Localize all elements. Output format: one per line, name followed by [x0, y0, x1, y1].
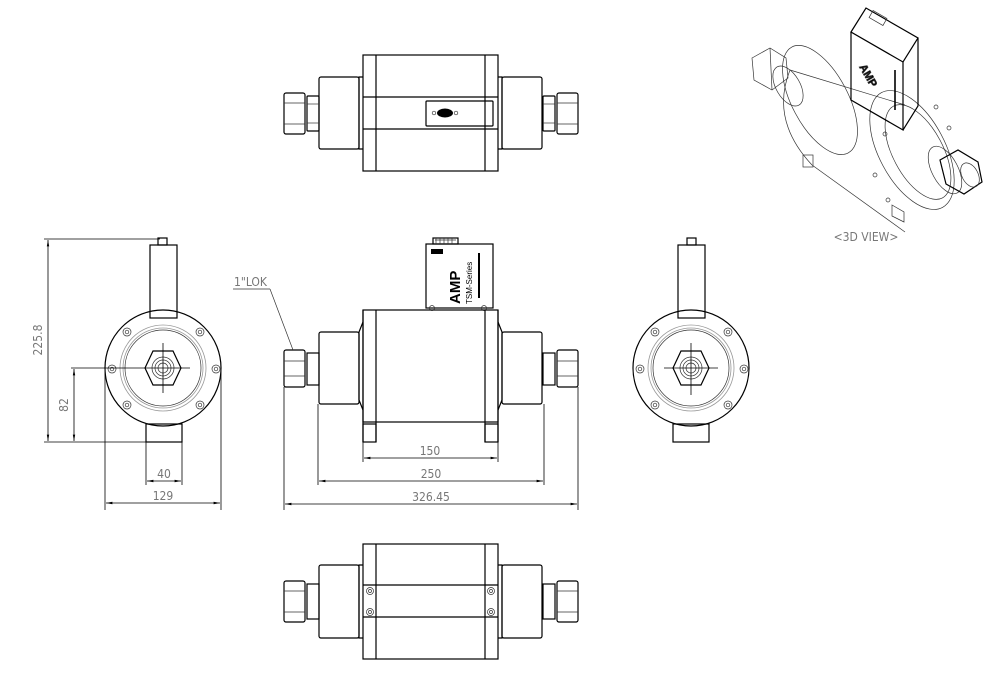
fitting-callout-label: 1"LOK	[234, 275, 268, 289]
db9-connector-icon	[431, 108, 459, 118]
product-branding: AMP TSM-Series	[447, 262, 474, 304]
side-view-left-dimensions	[44, 238, 222, 510]
svg-text:AMP: AMP	[856, 62, 879, 89]
dim-foot-width-label: 40	[157, 467, 171, 481]
front-view	[283, 237, 579, 443]
dim-overall-height-label: 225.8	[31, 324, 45, 355]
side-view-right	[632, 237, 750, 443]
front-view-dimensions	[233, 288, 579, 510]
product-series: TSM-Series	[465, 262, 474, 304]
side-view-left	[104, 237, 222, 443]
dim-overall-length-label: 326.45	[412, 490, 450, 504]
dim-body-length-label: 250	[421, 467, 442, 481]
top-view	[283, 54, 579, 172]
bottom-view	[283, 543, 579, 660]
iso-view: AMP	[751, 7, 983, 233]
iso-view-label: <3D VIEW>	[834, 230, 899, 244]
product-logo: AMP	[447, 271, 464, 304]
dim-center-height-label: 82	[57, 398, 71, 412]
dim-flange-diameter-label: 129	[153, 489, 174, 503]
dim-foot-spacing-label: 150	[420, 444, 441, 458]
